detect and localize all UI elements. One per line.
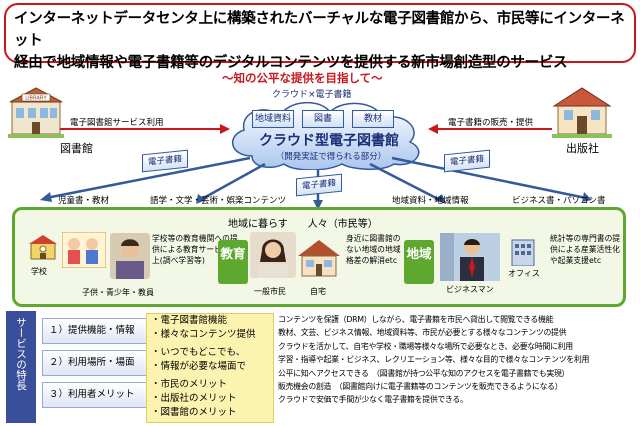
- banner-line-1: インターネットデータセンタ上に構築されたバーチャルな電子図書館から、市民等にイン…: [14, 11, 625, 49]
- library-service-label: 電子図書館サービス利用: [70, 118, 164, 128]
- education-badge: 教育: [218, 240, 248, 284]
- tag-teaching-materials: 教材: [352, 110, 394, 128]
- service-item-benefits: ３）利用者メリット: [42, 382, 154, 408]
- description-line: コンテンツを保護（DRM）しながら、電子書籍を市民へ貸出して閲覧できる機能: [278, 315, 554, 324]
- cloud-note: （開発実証で得られる部分）: [275, 152, 387, 162]
- teacher-photo-icon: [110, 233, 150, 279]
- feature-item: ・いつでもどこでも、: [151, 347, 246, 358]
- description-line: 販売機会の創造 （図書館向けに電子書籍等のコンテンツを販売できるようになる）: [278, 382, 563, 392]
- library-name: 図書館: [60, 142, 93, 155]
- keyword-regional: 地域資料・地域情報: [392, 196, 469, 206]
- children-picture-icon: [62, 232, 106, 268]
- school-description: 学校等の教育機関への提供による教育サービス向上(調べ学習等): [152, 234, 238, 265]
- home-description: 身近に図書館のない地域の地域格差の解消etc: [346, 234, 401, 265]
- keyword-children: 児童書・教材: [58, 196, 110, 206]
- cloud-label: クラウド×電子書籍: [272, 90, 352, 100]
- office-label: オフィス: [508, 269, 540, 278]
- description-line: 公平に知へアクセスできる （図書館が持つ公平な知のアクセスを電子書籍でも実現）: [278, 368, 570, 378]
- description-line: クラウドを活かして、自宅や学校・職場等様々な場所で必要なとき、必要な時間に利用: [278, 341, 573, 351]
- service-features-label: サービスの特長: [6, 311, 36, 423]
- keyword-culture: 語学・文学・芸術・娯楽コンテンツ: [150, 196, 287, 206]
- feature-item: ・電子図書館機能: [151, 315, 228, 326]
- feature-item: ・市民のメリット: [151, 379, 228, 390]
- home-label: 自宅: [310, 287, 326, 296]
- features-list: ・電子図書館機能 ・様々なコンテンツ提供 ・いつでもどこでも、 ・情報が必要な場…: [146, 313, 274, 423]
- citizen-photo-icon: [250, 232, 296, 278]
- cloud-title: クラウド型電子図書館: [259, 133, 399, 149]
- feature-descriptions: コンテンツを保護（DRM）しながら、電子書籍を市民へ貸出して閲覧できる機能 教材…: [278, 313, 636, 407]
- description-line: クラウドで安価で手間が少なく電子書籍を提供できる。: [278, 395, 468, 405]
- citizen-label: 一般市民: [254, 287, 286, 296]
- library-sign: LIBRARY: [25, 96, 47, 102]
- description-line: 学習・指導や起業・ビジネス、レクリエーション等、様々な目的で様々なコンテンツを利…: [278, 355, 590, 365]
- library-arrow-icon: [60, 124, 230, 134]
- description-line: 教材、文芸、ビジネス情報、地域資料等、市民が必要とする様々なコンテンツの提供: [278, 328, 567, 338]
- service-features-text: サービスの特長: [15, 317, 27, 391]
- publisher-name: 出版社: [566, 142, 599, 155]
- office-description: 統計等の専門書の提供による産業活性化や起業支援etc: [550, 234, 621, 265]
- feature-item: ・様々なコンテンツ提供: [151, 329, 256, 340]
- library-building-icon: LIBRARY: [8, 87, 64, 138]
- tag-books: 図書: [302, 110, 344, 128]
- region-badge: 地域: [404, 240, 434, 284]
- header-banner: [4, 3, 636, 63]
- feature-item: ・情報が必要な場面で: [151, 361, 247, 372]
- region-title: 地域に暮らす 人々（市民等）: [228, 219, 378, 230]
- cloud-subtitle: ～知の公平な提供を目指して～: [222, 71, 383, 85]
- cloud-tags: 地域資料図書教材: [252, 106, 402, 128]
- school-icon: [29, 235, 57, 260]
- businessman-label: ビジネスマン: [446, 285, 494, 294]
- feature-item: ・出版社のメリット: [151, 393, 237, 404]
- home-icon: [298, 240, 340, 277]
- publisher-service-label: 電子書籍の販売・提供: [448, 118, 534, 128]
- school-label: 学校: [31, 267, 47, 276]
- kids-label: 子供・青少年・教員: [82, 288, 154, 297]
- banner-line-2: 経由で地域情報や電子書籍等のデジタルコンテンツを提供する新市場創造型のサービス: [14, 55, 568, 71]
- office-icon: [511, 239, 535, 266]
- tag-regional-materials: 地域資料: [252, 110, 294, 128]
- keyword-business: ビジネス書・パソコン書: [512, 196, 606, 206]
- service-item-places: ２）利用場所・場面: [42, 350, 154, 376]
- publisher-arrow-icon: [428, 124, 552, 134]
- businessman-photo-icon: [440, 233, 500, 281]
- feature-item: ・図書館のメリット: [151, 407, 237, 418]
- service-item-functions: １）提供機能・情報: [42, 318, 154, 344]
- publisher-building-icon: [552, 87, 612, 138]
- banner-text: インターネットデータセンタ上に構築されたバーチャルな電子図書館から、市民等にイン…: [14, 8, 626, 74]
